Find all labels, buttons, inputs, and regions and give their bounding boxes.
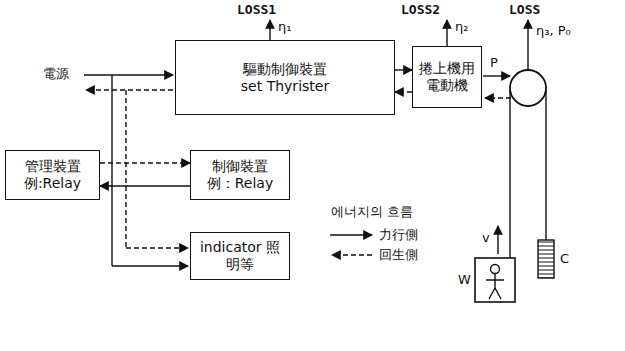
node-text: set Thyrister xyxy=(241,78,329,95)
indicator-box: indicator 照明等 xyxy=(190,232,290,280)
efficiency-label: η₃, P₀ xyxy=(535,24,572,38)
power-arrow xyxy=(395,69,412,70)
regen-arrow xyxy=(100,162,190,163)
loss-label: LOSS2 xyxy=(400,3,441,17)
legend-text: 力行側 xyxy=(378,228,419,242)
node-text: 驅動制御裝置 xyxy=(243,61,327,78)
motor-box: 捲上機用 電動機 xyxy=(412,46,482,108)
node-text: indicator 照明等 xyxy=(196,239,284,273)
efficiency-label: η₁ xyxy=(277,20,292,34)
management-box: 管理裝置 例:Relay xyxy=(5,150,100,200)
loss-label: LOSS1 xyxy=(236,3,277,17)
control-box: 制御裝置 例：Relay xyxy=(190,150,290,200)
node-text: 管理裝置 例:Relay xyxy=(11,158,94,192)
node-text: 捲上機用 電動機 xyxy=(418,60,476,94)
drive-control-box: 驅動制御裝置set Thyrister xyxy=(175,40,395,115)
regen-arrow xyxy=(395,91,412,92)
legend-title: 에너지의 흐름 xyxy=(330,205,414,219)
power-arrow xyxy=(100,185,190,186)
car-label: W xyxy=(457,273,472,287)
velocity-label: v xyxy=(481,231,491,245)
loss-label: LOSS xyxy=(508,3,541,17)
efficiency-label: η₂ xyxy=(454,20,469,34)
counterweight-label: C xyxy=(559,252,570,266)
node-text: 制御裝置 例：Relay xyxy=(196,158,284,192)
legend-text: 回生側 xyxy=(378,248,419,262)
power-source-label: 電源 xyxy=(42,67,70,81)
power-label: P xyxy=(489,56,499,70)
